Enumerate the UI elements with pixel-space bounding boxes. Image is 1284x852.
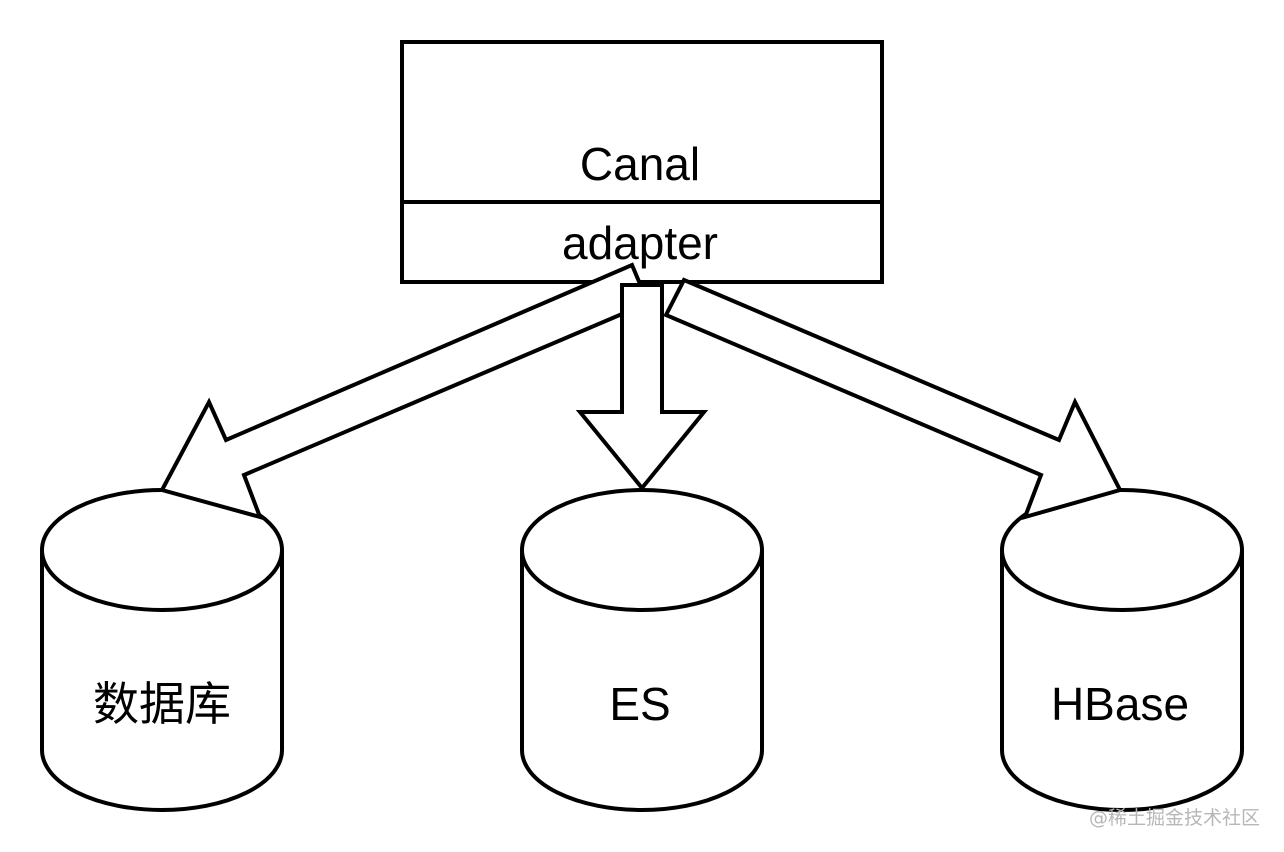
hbase-label: HBase xyxy=(1051,678,1189,730)
adapter-label: adapter xyxy=(562,217,718,269)
database-cylinder-body xyxy=(40,550,284,812)
canal-title: Canal xyxy=(580,138,700,190)
canal-box: Canal adapter xyxy=(400,40,884,284)
hbase-cylinder: HBase xyxy=(1000,488,1244,812)
canal-box-frame xyxy=(400,40,884,284)
database-label: 数据库 xyxy=(93,678,231,730)
watermark-text: @稀土掘金技术社区 xyxy=(1089,807,1260,829)
arrow-to-es xyxy=(575,283,709,492)
es-label: ES xyxy=(609,678,670,730)
es-cylinder-body xyxy=(520,550,764,812)
es-cylinder-top xyxy=(520,488,764,612)
es-cylinder: ES xyxy=(520,488,764,812)
arrow-to-database xyxy=(159,262,651,520)
database-cylinder: 数据库 xyxy=(40,488,284,812)
hbase-cylinder-body xyxy=(1000,550,1244,812)
arrow-to-hbase xyxy=(663,277,1123,521)
